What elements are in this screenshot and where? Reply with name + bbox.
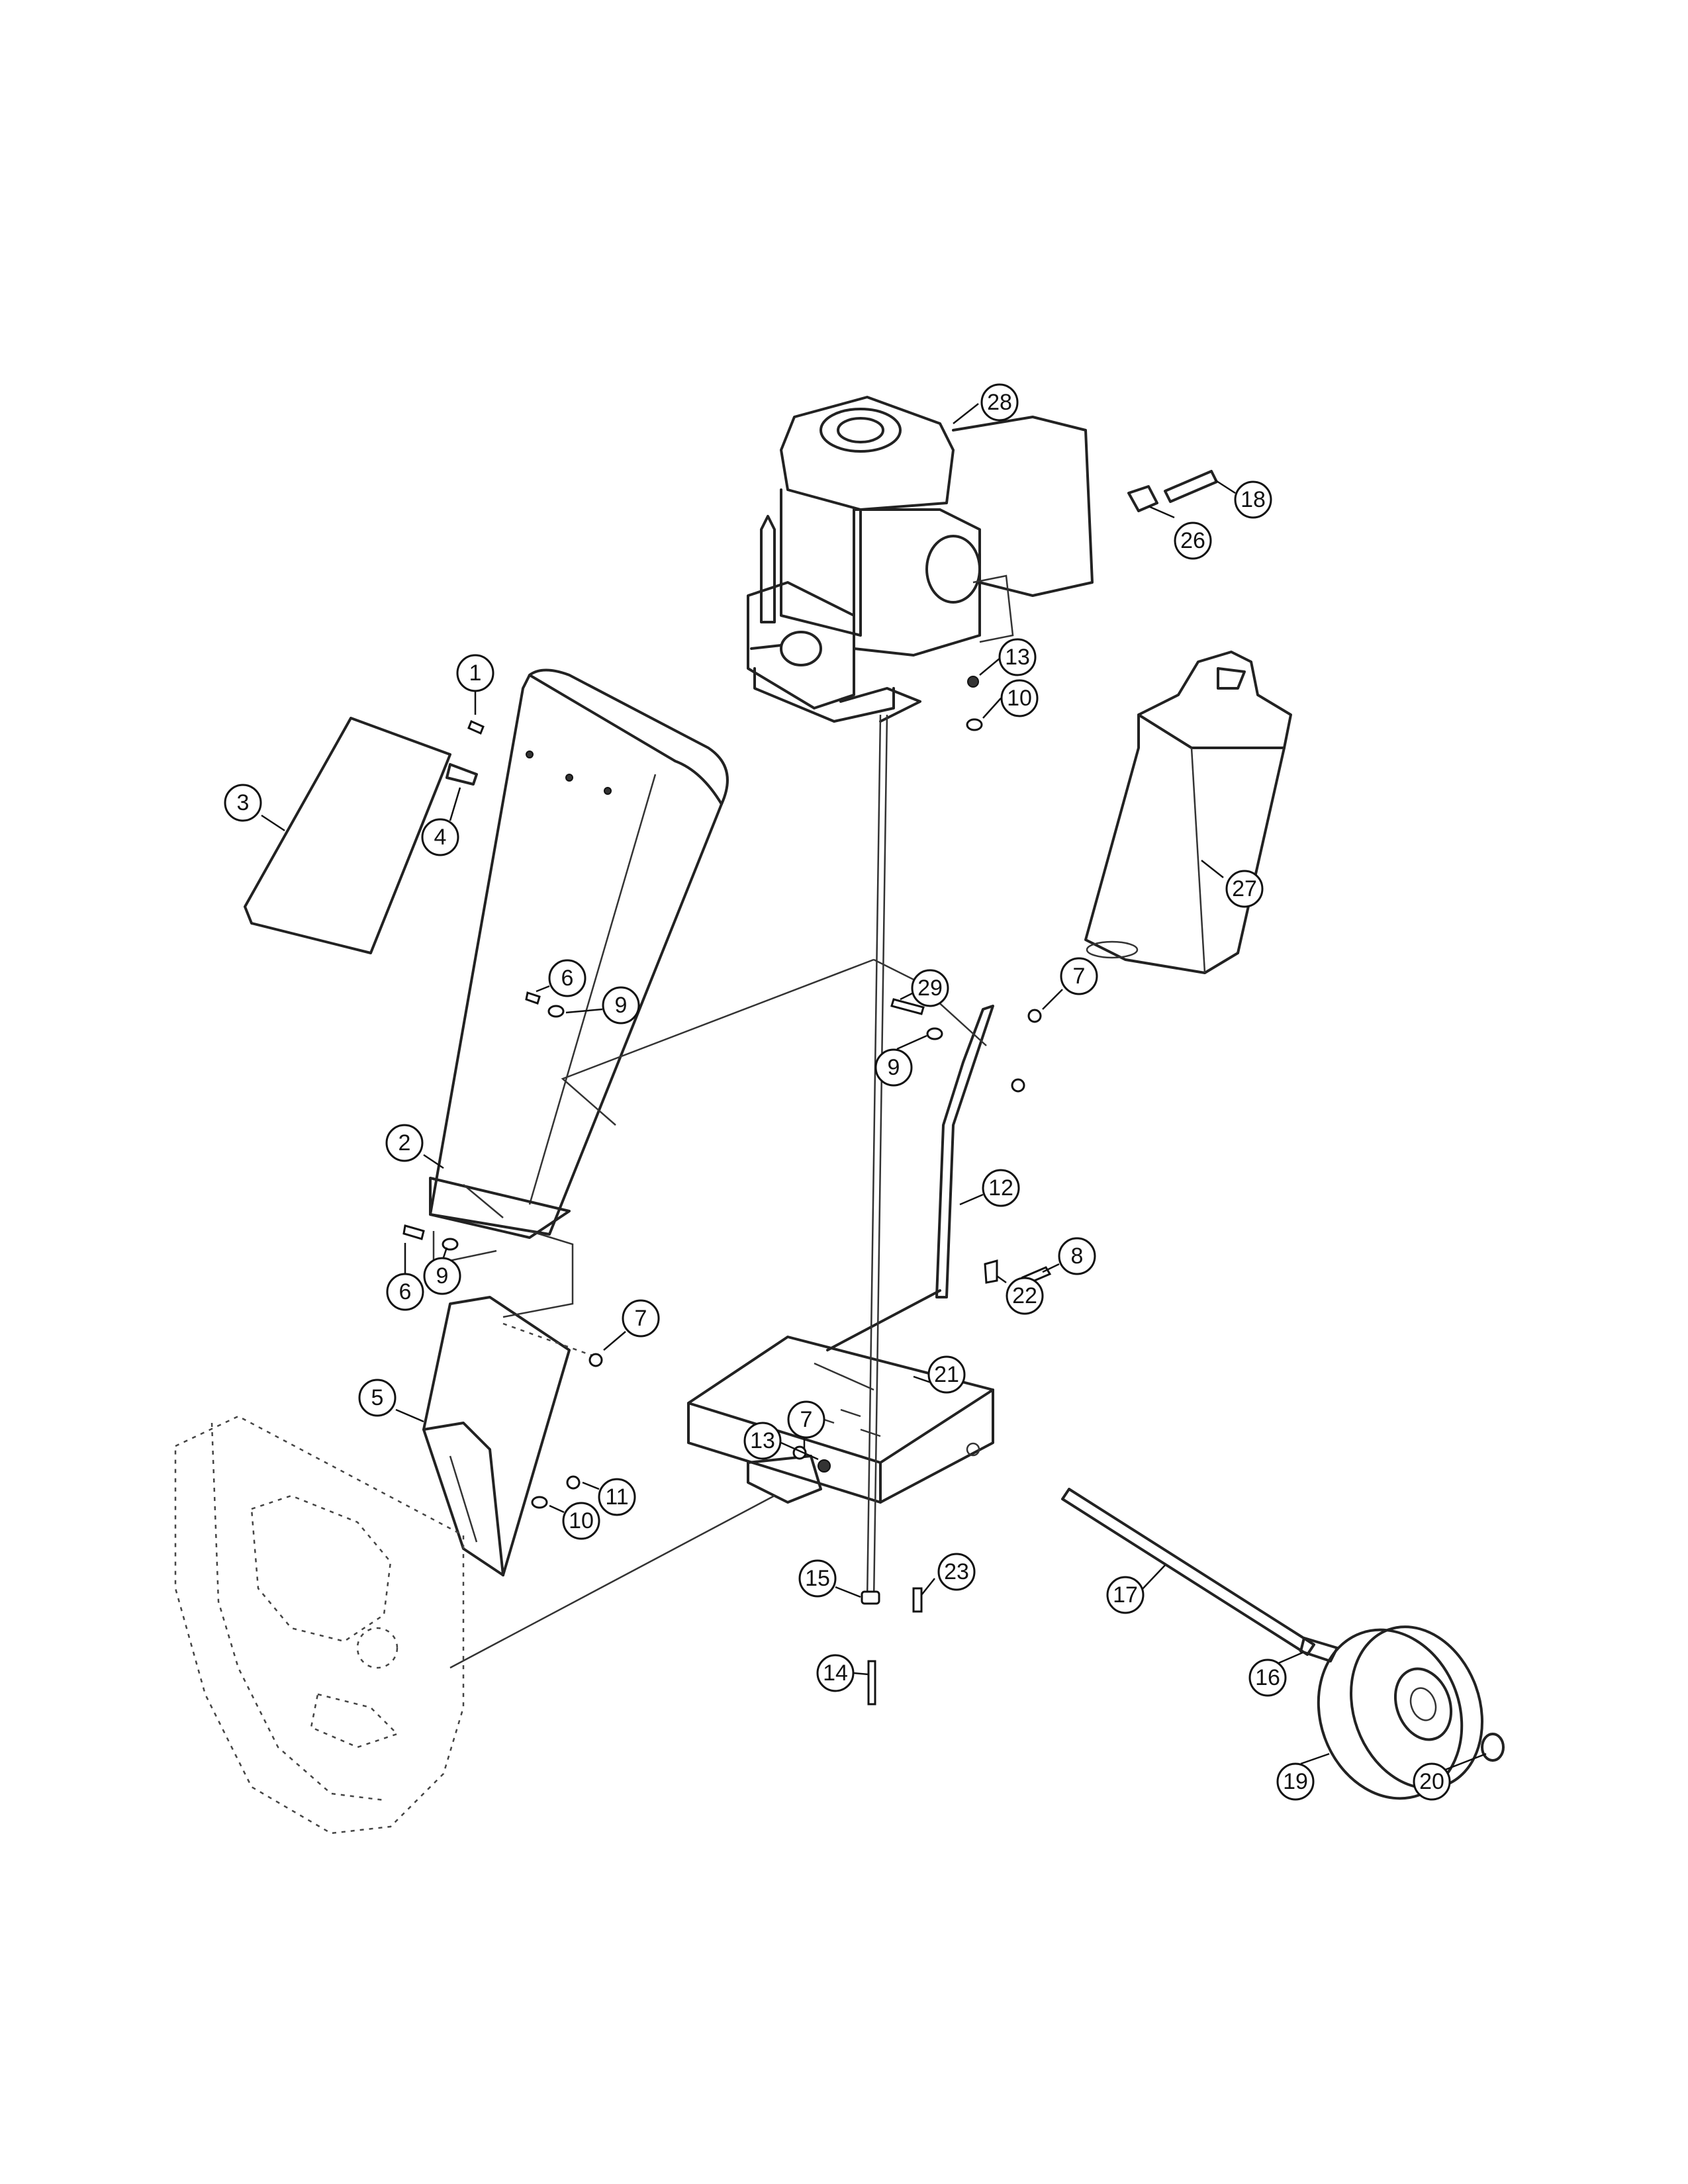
- assembly-lines: [432, 714, 987, 1669]
- svg-text:5: 5: [371, 1385, 384, 1410]
- callout-13-frame: 13: [743, 1422, 782, 1460]
- svg-text:12: 12: [988, 1175, 1013, 1201]
- callout-9-lower: 9: [423, 1257, 461, 1295]
- svg-text:22: 22: [1012, 1283, 1037, 1308]
- svg-text:4: 4: [434, 825, 447, 850]
- svg-text:7: 7: [635, 1306, 647, 1331]
- callout-13-engine: 13: [998, 638, 1037, 676]
- callout-28: 28: [980, 383, 1019, 422]
- svg-text:1: 1: [469, 660, 482, 686]
- wheel-part: [1317, 1625, 1483, 1800]
- svg-text:10: 10: [1007, 686, 1032, 711]
- callout-3: 3: [224, 784, 262, 822]
- svg-text:6: 6: [561, 966, 574, 991]
- callout-12: 12: [982, 1169, 1020, 1207]
- svg-text:2: 2: [399, 1130, 411, 1156]
- upper-chute-part: [429, 668, 729, 1239]
- svg-text:27: 27: [1232, 876, 1257, 901]
- callout-29: 29: [911, 969, 949, 1007]
- chipper-housing-part: [174, 1415, 465, 1835]
- callout-23: 23: [937, 1553, 976, 1591]
- svg-text:6: 6: [399, 1279, 412, 1304]
- svg-text:17: 17: [1113, 1582, 1138, 1608]
- callout-14: 14: [816, 1654, 855, 1692]
- callout-19: 19: [1276, 1762, 1315, 1801]
- callout-2: 2: [385, 1124, 424, 1162]
- svg-text:9: 9: [888, 1055, 900, 1080]
- svg-text:3: 3: [237, 790, 250, 815]
- svg-text:13: 13: [750, 1428, 775, 1453]
- engine-part: [747, 396, 1094, 723]
- callout-18: 18: [1234, 480, 1272, 519]
- svg-text:28: 28: [987, 390, 1012, 415]
- callout-7-frame: 7: [787, 1400, 825, 1439]
- hub-cap-part: [1481, 1733, 1505, 1762]
- callout-11: 11: [598, 1478, 636, 1516]
- callout-8: 8: [1058, 1237, 1096, 1275]
- coupling-part: [1127, 485, 1158, 512]
- axle-end-part: [1299, 1637, 1338, 1662]
- svg-text:18: 18: [1241, 487, 1266, 512]
- svg-text:11: 11: [605, 1484, 628, 1510]
- callout-15: 15: [798, 1559, 837, 1598]
- callout-26: 26: [1174, 522, 1212, 560]
- svg-text:13: 13: [1005, 645, 1030, 670]
- svg-text:8: 8: [1071, 1244, 1084, 1269]
- callout-9-handle: 9: [874, 1048, 913, 1087]
- svg-text:14: 14: [823, 1661, 848, 1686]
- callout-10-chute: 10: [562, 1502, 600, 1540]
- hardware: [402, 676, 1052, 1706]
- svg-text:15: 15: [805, 1566, 830, 1591]
- callout-6-upper: 6: [548, 959, 586, 997]
- svg-text:9: 9: [615, 993, 628, 1018]
- callout-leaders: [261, 403, 1487, 1778]
- callout-21: 21: [927, 1355, 966, 1394]
- svg-text:21: 21: [934, 1362, 959, 1387]
- callout-4: 4: [421, 818, 459, 856]
- callout-5: 5: [358, 1379, 397, 1417]
- callout-7-handle: 7: [1060, 957, 1098, 995]
- svg-text:23: 23: [944, 1559, 969, 1584]
- callout-20: 20: [1413, 1762, 1451, 1801]
- svg-text:16: 16: [1255, 1665, 1280, 1690]
- hopper-chute-part: [1084, 651, 1292, 974]
- svg-text:7: 7: [800, 1407, 813, 1432]
- callout-16: 16: [1248, 1659, 1287, 1697]
- callout-22: 22: [1006, 1277, 1044, 1315]
- callout-7-chute: 7: [622, 1299, 660, 1338]
- svg-text:20: 20: [1419, 1769, 1444, 1794]
- svg-text:26: 26: [1180, 528, 1205, 553]
- svg-text:10: 10: [569, 1508, 594, 1533]
- callout-27: 27: [1225, 870, 1264, 908]
- lower-chute-part: [422, 1296, 596, 1576]
- callout-17: 17: [1106, 1576, 1145, 1614]
- callout-9-upper: 9: [602, 986, 640, 1024]
- axle-part: [1061, 1488, 1315, 1656]
- callout-6-lower: 6: [386, 1273, 424, 1311]
- pin-part: [1164, 470, 1218, 503]
- handle-part: [826, 1005, 994, 1351]
- svg-text:19: 19: [1283, 1769, 1308, 1794]
- svg-text:9: 9: [436, 1263, 449, 1289]
- svg-text:7: 7: [1073, 964, 1086, 989]
- svg-text:29: 29: [917, 976, 943, 1001]
- bracket-part: [445, 763, 478, 786]
- callout-10-engine: 10: [1000, 679, 1039, 717]
- flap-plate-part: [244, 717, 451, 954]
- callout-1: 1: [456, 654, 494, 692]
